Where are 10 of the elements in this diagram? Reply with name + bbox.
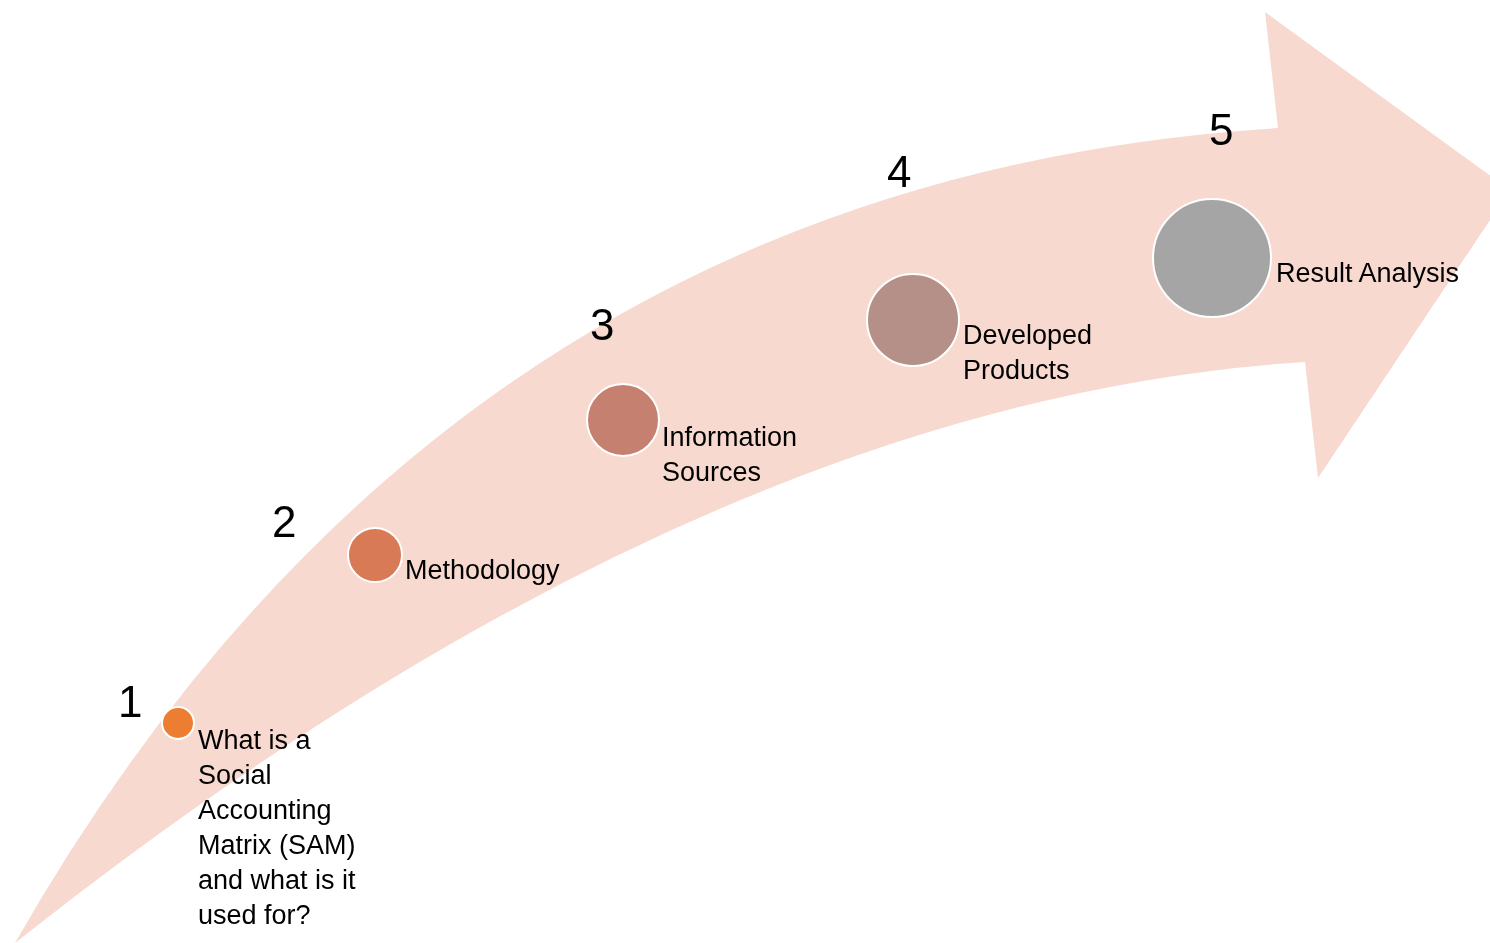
step-number: 2 bbox=[272, 500, 297, 544]
step-number: 5 bbox=[1209, 108, 1234, 152]
step-number: 1 bbox=[118, 680, 143, 724]
step-label: Information Sources bbox=[662, 421, 799, 489]
step-label: Developed Products bbox=[963, 319, 1094, 387]
step-label: Result Analysis bbox=[1276, 257, 1461, 290]
step-number: 3 bbox=[590, 303, 615, 347]
step-label: Methodology bbox=[405, 554, 561, 587]
step-number: 4 bbox=[887, 150, 912, 194]
step-label: What is a Social Accounting Matrix (SAM) and what is it used for? bbox=[198, 724, 357, 932]
